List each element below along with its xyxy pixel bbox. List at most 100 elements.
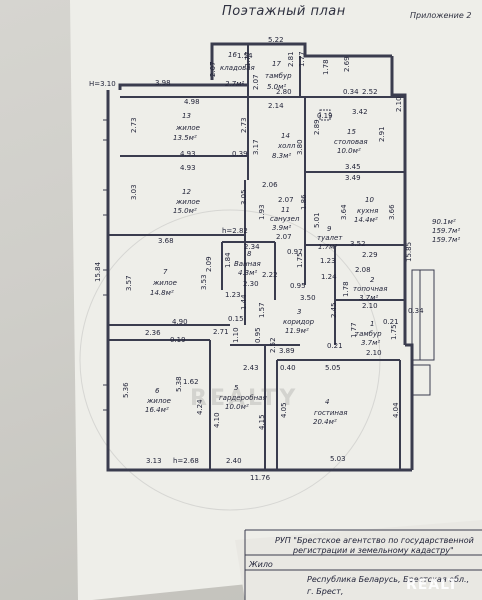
room-num-12: 12 — [182, 188, 191, 196]
room-num-17: 17 — [272, 60, 281, 68]
room-area-13: 13.5м² — [173, 134, 197, 142]
room-name-12: жилое — [176, 198, 200, 206]
dim-label: 2.73 — [130, 117, 138, 133]
dim-label: 2.29 — [362, 251, 378, 259]
room-name-15: столовая — [334, 138, 368, 146]
dim-label: 2.45 — [330, 302, 338, 318]
dim-label: 2.80 — [276, 88, 292, 96]
dim-label: 1.78 — [342, 281, 350, 297]
room-num-4: 4 — [325, 398, 330, 406]
dim-label: 4.10 — [213, 412, 221, 428]
dim-label: 1.24 — [321, 273, 337, 281]
room-area-3: 11.9м² — [285, 327, 309, 335]
dim-label: 0.19 — [170, 336, 186, 344]
dim-label: 2.22 — [262, 271, 278, 279]
room-name-6: жилое — [147, 397, 171, 405]
dim-label: 1.84 — [224, 252, 232, 268]
dim-label: 2.08 — [355, 266, 371, 274]
stamp-line-4: Республика Беларусь, Брестская обл., — [307, 575, 470, 584]
room-name-17: тамбур — [265, 72, 292, 80]
dim-label: 4.90 — [172, 318, 188, 326]
room-area-15: 10.0м² — [337, 147, 361, 155]
dim-label: 1.75 — [390, 324, 398, 340]
room-num-8: 8 — [247, 250, 252, 258]
dim-label: 5.36 — [122, 382, 130, 398]
dim-label: 2.06 — [262, 181, 278, 189]
room-name-1: тамбур — [355, 330, 382, 338]
dim-label: 3.89 — [279, 347, 295, 355]
dim-label: 2.91 — [378, 126, 386, 142]
room-num-3: 3 — [297, 308, 302, 316]
room-num-5: 5 — [234, 384, 239, 392]
total-area-2: 159.7м² — [432, 227, 461, 235]
room-area-16: 2.7м² — [225, 80, 245, 88]
dim-label: 3.45 — [345, 163, 361, 171]
room-name-13: жилое — [176, 124, 200, 132]
room-area-5: 10.0м² — [225, 403, 249, 411]
dim-label: 0.97 — [287, 248, 303, 256]
room-num-16: 16 — [228, 51, 237, 59]
dim-label: 2.14 — [268, 102, 284, 110]
dim-label: 0.21 — [383, 318, 399, 326]
dim-label: 3.49 — [345, 174, 361, 182]
dim-label: 0.34 — [343, 88, 359, 96]
dim-label: 3.13 — [146, 457, 162, 465]
total-area-1: 90.1м² — [432, 218, 456, 226]
dim-label: 1.78 — [322, 59, 330, 75]
dim-label: 3.52 — [350, 240, 366, 248]
room-num-6: 6 — [155, 387, 160, 395]
dim-label: 3.50 — [300, 294, 316, 302]
stamp-line-1: РУП "Брестское агентство по государствен… — [275, 536, 474, 545]
dim-label: 1.54 — [237, 52, 253, 60]
dim-label: 15.84 — [94, 261, 102, 282]
dim-label: 1.93 — [258, 204, 266, 220]
room-num-11: 11 — [281, 206, 290, 214]
dim-label: 2.09 — [205, 256, 213, 272]
dim-label: 0.15 — [228, 315, 244, 323]
dim-label: H=3.10 — [89, 80, 116, 88]
dim-label: 3.98 — [155, 79, 171, 87]
dim-label: 2.10 — [395, 96, 403, 112]
room-name-2: топочная — [353, 285, 388, 293]
room-num-10: 10 — [365, 196, 374, 204]
room-num-14: 14 — [281, 132, 290, 140]
dim-label: 0.95 — [254, 327, 262, 343]
dim-label: 3.64 — [340, 204, 348, 220]
dim-label: 0.34 — [408, 307, 424, 315]
dim-label: 11.76 — [250, 474, 271, 482]
dim-label: 2.07 — [276, 233, 292, 241]
dim-label: 3.57 — [125, 275, 133, 291]
dim-label: 1.23 — [225, 291, 241, 299]
room-name-3: коридор — [283, 318, 315, 326]
room-num-7: 7 — [163, 268, 168, 276]
dim-label: h=2.68 — [173, 457, 199, 465]
stamp-line-5: г. Брест, — [307, 587, 344, 596]
room-area-6: 16.4м² — [145, 406, 169, 414]
room-area-12: 15.0м² — [173, 207, 197, 215]
dim-label: 5.22 — [268, 36, 284, 44]
dim-label: 4.04 — [392, 402, 400, 418]
dim-label: 4.93 — [180, 150, 196, 158]
dim-label: 15.85 — [405, 241, 413, 262]
room-area-11: 3.9м² — [272, 224, 292, 232]
dim-label: 5.38 — [175, 376, 183, 392]
title-block: РУП "Брестское агентство по государствен… — [245, 528, 482, 600]
dim-label: 1.77 — [350, 322, 358, 338]
dim-label: 2.89 — [313, 119, 321, 135]
dim-label: 5.05 — [325, 364, 341, 372]
dim-label: 2.30 — [243, 280, 259, 288]
dim-label: 1.57 — [258, 302, 266, 318]
dim-label: 3.80 — [296, 139, 304, 155]
dim-label: h=2.82 — [222, 227, 248, 235]
room-area-14: 8.3м² — [272, 152, 292, 160]
total-area-3: 159.7м² — [432, 236, 461, 244]
room-name-11: санузел — [270, 215, 300, 223]
dim-label: 4.93 — [180, 164, 196, 172]
room-area-9: 1.7м² — [318, 243, 338, 251]
room-area-8: 4.3м² — [238, 269, 258, 277]
realt-logo: REALT — [406, 577, 459, 593]
dim-label: 5.01 — [313, 212, 321, 228]
dim-label: 0.39 — [232, 150, 248, 158]
dim-label: 2.10 — [366, 349, 382, 357]
room-area-7: 14.8м² — [150, 289, 174, 297]
